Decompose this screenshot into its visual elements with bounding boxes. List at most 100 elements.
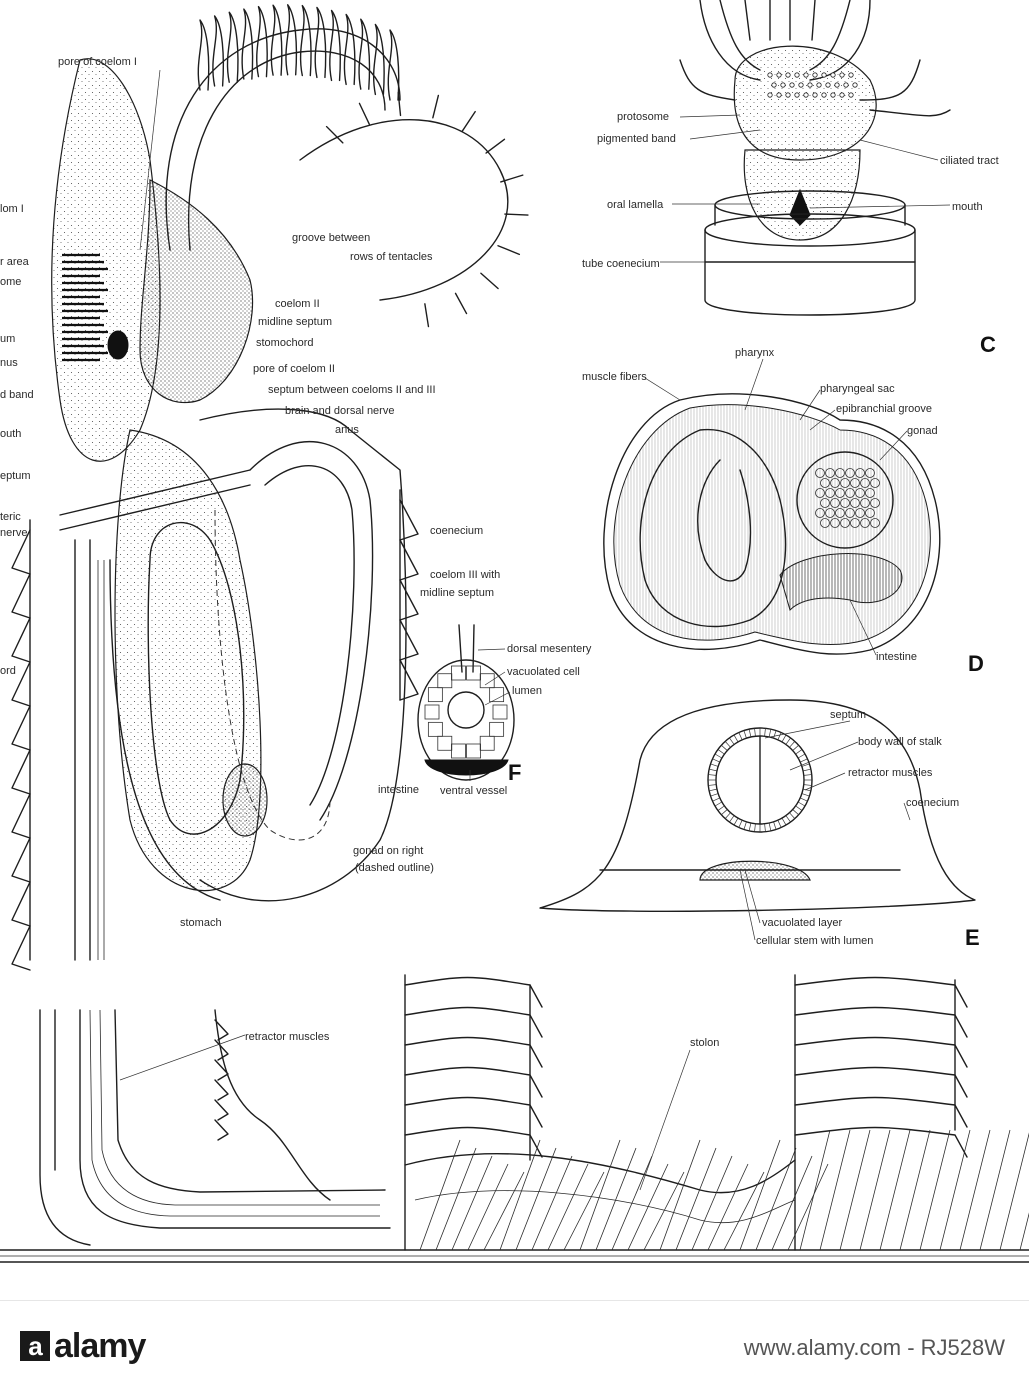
pigment-stripes — [62, 253, 108, 362]
tentacle — [314, 6, 327, 79]
vacuolated-cell — [451, 665, 466, 681]
mesh-line — [787, 1163, 829, 1251]
retractor-fiber — [714, 801, 723, 807]
column-ring — [404, 976, 543, 1008]
retractor-fiber — [733, 817, 739, 826]
column-ring — [404, 1036, 543, 1068]
mesh-line — [419, 1139, 461, 1251]
alamy-logo-text: alamy — [54, 1327, 146, 1365]
label-muscle-fibers: muscle fibers — [582, 371, 647, 383]
tentacle — [329, 9, 341, 82]
gonad-cell — [860, 498, 870, 508]
gonad-cell — [865, 488, 875, 498]
coenecium-ring — [11, 661, 31, 707]
retractor-fiber — [801, 763, 810, 767]
tentacle — [387, 29, 400, 101]
retractor-fiber — [764, 728, 766, 737]
vacuolated-cell — [427, 687, 443, 703]
pigment-dot — [776, 92, 782, 98]
label-coelom-1-cut: lom I — [0, 203, 24, 215]
tentacle — [343, 13, 356, 86]
gonad-cell — [860, 478, 870, 488]
pigment-dot — [812, 72, 818, 78]
mesh-line — [563, 1171, 605, 1251]
panel-C: C — [660, 0, 996, 357]
retractor-fiber — [721, 744, 728, 751]
mesh-line — [1019, 1212, 1029, 1251]
gonad-cell — [870, 498, 880, 508]
tentacle-row — [197, 4, 400, 101]
lumen-circle — [447, 691, 485, 729]
retractor-fiber — [803, 784, 812, 786]
retractor-fiber — [721, 809, 728, 816]
coenecium-rings-left — [11, 529, 31, 971]
label-cellular-stem: cellular stem with lumen — [756, 935, 873, 947]
retractor-fiber — [754, 823, 756, 832]
mesh-line — [771, 1155, 813, 1251]
panel-F: F — [417, 624, 521, 785]
zooid-figure — [11, 4, 529, 971]
tentacle — [299, 4, 312, 77]
vacuolated-cell — [424, 704, 440, 720]
vacuolated-cell — [466, 665, 481, 681]
pigment-dot — [803, 92, 809, 98]
diagram-plate: C D F — [0, 0, 1029, 1263]
tentacle — [197, 19, 210, 91]
label-ventral-vessel: ventral vessel — [440, 785, 507, 797]
column-rings — [404, 976, 968, 1158]
gonad-cell — [855, 488, 865, 498]
retractor-fiber — [729, 815, 735, 823]
label-nus-cut: nus — [0, 357, 18, 369]
coenecium-ring — [11, 749, 31, 795]
coenecium-ring — [11, 617, 31, 663]
gonad-cell — [845, 508, 855, 518]
label-um-cut: um — [0, 333, 15, 345]
coenecium-ring — [11, 705, 31, 751]
retractor-fiber — [802, 788, 811, 792]
retractor-fiber — [709, 788, 718, 792]
vacuolated-cell — [489, 721, 505, 737]
coenecium-ring — [11, 925, 31, 971]
retractor-fiber — [789, 812, 796, 819]
mesh-line — [919, 1129, 951, 1251]
gonad-cell — [835, 488, 845, 498]
tentacle — [504, 213, 529, 216]
label-stomach: stomach — [180, 917, 222, 929]
retractor-fiber — [781, 734, 787, 743]
retractor-fiber — [748, 822, 752, 831]
vacuolated-cell — [427, 721, 443, 737]
label-ord-cut: ord — [0, 665, 16, 677]
retractor-fiber — [795, 749, 803, 755]
label-ome-cut: ome — [0, 276, 21, 288]
coenecium-ring — [399, 619, 419, 661]
label-pore-coelom-1: pore of coelom I — [58, 56, 137, 68]
gonad-cell — [815, 468, 825, 478]
mesh-line — [723, 1171, 765, 1251]
pigment-dot — [852, 82, 858, 88]
vacuolated-cell — [451, 743, 466, 759]
coenecium-ring — [399, 579, 419, 621]
mesh-line — [819, 1129, 851, 1251]
image-id-text: www.alamy.com - RJ528W — [743, 1335, 1005, 1360]
retractor-fiber — [712, 797, 720, 802]
gonad-cell — [850, 498, 860, 508]
label-brain-dorsal-nerve: brain and dorsal nerve — [285, 405, 394, 417]
pigment-dot — [848, 92, 854, 98]
pigment-dot — [825, 82, 831, 88]
mesh-line — [979, 1129, 1011, 1251]
pigment-dot — [776, 72, 782, 78]
mesh-line — [627, 1163, 669, 1251]
mesh-line — [959, 1129, 991, 1251]
gonad-cells — [815, 468, 880, 528]
retractor-fiber — [800, 758, 808, 763]
column-ring — [404, 1096, 543, 1128]
mesh-line — [467, 1163, 509, 1251]
retractor-fiber — [748, 729, 752, 738]
gonad-cell — [840, 498, 850, 508]
mesh-line — [611, 1155, 653, 1251]
tentacle — [485, 138, 506, 154]
label-pore-coelom-2: pore of coelom II — [253, 363, 335, 375]
gonad-cell — [835, 508, 845, 518]
tentacle — [270, 4, 283, 76]
vacuolated-cell — [437, 673, 453, 689]
